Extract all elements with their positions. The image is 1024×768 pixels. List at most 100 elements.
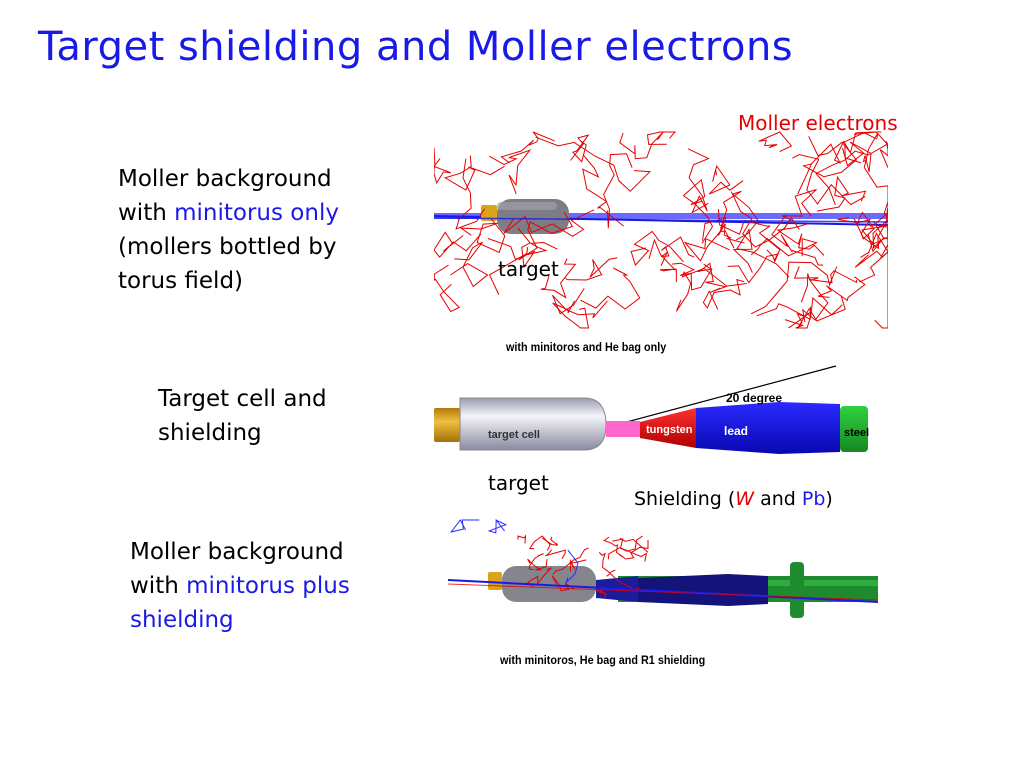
- track-path: [619, 537, 649, 553]
- panel3-line2-prefix: with: [130, 573, 187, 599]
- panel1-caption: with minitoros and He bag only: [506, 340, 667, 354]
- target-cell-part: [459, 397, 607, 451]
- panel3-line3: shielding: [130, 607, 234, 633]
- track-path: [675, 267, 747, 312]
- steel-flange: [790, 562, 804, 618]
- track-path: [717, 209, 781, 262]
- track-path: [540, 258, 577, 299]
- track-path: [863, 133, 888, 219]
- track-path: [837, 211, 875, 240]
- track-path: [527, 567, 552, 589]
- lead-part: [696, 402, 840, 454]
- track-path: [503, 209, 595, 237]
- page-title: Target shielding and Moller electrons: [38, 24, 794, 70]
- track-path: [618, 539, 649, 560]
- track-path: [758, 131, 793, 153]
- track-path: [606, 572, 640, 591]
- track-path: [434, 231, 482, 258]
- track-path: [859, 241, 888, 283]
- track-path: [552, 288, 608, 319]
- track-path: [434, 264, 461, 313]
- tungsten-part: [640, 408, 696, 448]
- track-path: [580, 267, 641, 310]
- track-path: [551, 575, 576, 592]
- track-path: [489, 149, 532, 195]
- track-path: [816, 175, 867, 212]
- track-path: [697, 262, 728, 293]
- angle-text: 20 degree: [726, 391, 782, 405]
- track-path: [500, 131, 555, 164]
- track-path: [867, 224, 888, 253]
- track-path: [487, 518, 508, 534]
- track-path: [612, 538, 648, 562]
- moller-tracks-shielded: [517, 534, 649, 599]
- panel3-description: Moller background with minitorus plus sh…: [130, 535, 350, 637]
- track-path: [646, 131, 676, 145]
- panel3-simulation-figure: [448, 518, 878, 618]
- track-path: [660, 236, 695, 267]
- track-path: [527, 558, 548, 571]
- track-path: [449, 519, 480, 533]
- track-path: [603, 536, 624, 558]
- track-path: [874, 261, 888, 329]
- track-path: [802, 136, 858, 178]
- track-path: [750, 261, 838, 315]
- track-path: [569, 558, 587, 572]
- panel1-simulation-figure: [434, 131, 888, 329]
- angle-line-upper: [618, 365, 837, 425]
- track-path: [630, 230, 684, 267]
- track-path: [727, 249, 779, 284]
- track-path: [598, 552, 616, 574]
- track-path: [771, 214, 824, 266]
- panel2-target-label: target: [488, 471, 549, 495]
- track-path: [817, 276, 866, 302]
- blue-tracks: [449, 518, 579, 587]
- beamline: [434, 213, 888, 219]
- track-path: [797, 132, 878, 195]
- panel1-description: Moller background with minitorus only (m…: [118, 162, 339, 298]
- track-path: [776, 223, 825, 256]
- track-path: [861, 208, 888, 260]
- panel1-line2-prefix: with: [118, 200, 175, 226]
- panel1-target-label: target: [498, 257, 559, 281]
- track-path: [800, 270, 858, 303]
- track-path: [784, 295, 846, 329]
- track-path: [607, 535, 643, 560]
- shielding-label-suffix: ): [825, 488, 833, 510]
- shielding-label-w: W: [735, 488, 755, 510]
- beam-track-sim: [448, 579, 878, 603]
- track-path: [487, 227, 536, 269]
- track-path: [603, 153, 633, 229]
- target-cell-sim: [502, 566, 596, 602]
- track-path: [582, 154, 625, 227]
- shielding-label-pb: Pb: [801, 488, 826, 510]
- track-path: [517, 534, 527, 544]
- lead-shield: [638, 574, 768, 606]
- panel2-line1: Target cell and: [158, 386, 327, 412]
- moller-electrons-label: Moller electrons: [738, 111, 898, 135]
- panel2-shielding-diagram: target cell tungsten lead steel 20 degre…: [434, 365, 869, 454]
- moller-tracks: [434, 131, 888, 329]
- track-path: [682, 178, 714, 244]
- track-path: [720, 190, 759, 241]
- panel2-line2: shielding: [158, 420, 262, 446]
- track-path: [459, 218, 506, 254]
- track-path: [545, 549, 566, 560]
- track-path: [565, 257, 618, 281]
- track-path: [854, 232, 888, 268]
- panel2-description: Target cell and shielding: [158, 382, 327, 450]
- track-path: [708, 164, 744, 195]
- shielding-label-and: and: [754, 488, 802, 510]
- track-path: [488, 241, 558, 295]
- lead-text: lead: [724, 424, 748, 438]
- panel3-line2: with minitorus plus: [130, 569, 350, 603]
- shielding-label: Shielding (W and Pb): [634, 488, 833, 510]
- panel3-caption: with minitoros, He bag and R1 shielding: [500, 653, 706, 667]
- track-path: [570, 134, 590, 163]
- track-path: [648, 238, 677, 283]
- track-path: [518, 212, 574, 261]
- track-path: [528, 553, 544, 571]
- panel1-line1: Moller background: [118, 166, 332, 192]
- track-path: [796, 296, 843, 329]
- track-path: [443, 155, 505, 191]
